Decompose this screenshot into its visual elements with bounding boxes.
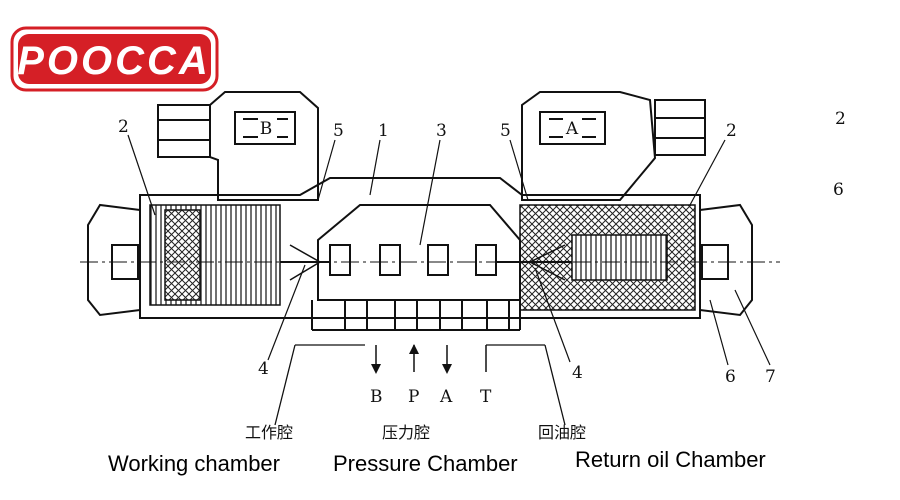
port-p-label: P <box>408 387 419 407</box>
port-brackets <box>274 344 566 426</box>
spool-land-2 <box>379 244 401 276</box>
edge-callout-6: 6 <box>833 180 844 200</box>
valve-body-outline <box>139 177 701 319</box>
port-b-passage <box>344 299 368 331</box>
left-end-cap <box>87 203 141 317</box>
solenoid-a: A <box>521 91 706 201</box>
port-b-label: B <box>370 387 383 407</box>
spool-bore <box>317 204 521 301</box>
spool-land-4 <box>475 244 497 276</box>
working-chamber-cn: 工作腔 <box>245 423 293 442</box>
right-end-cap <box>699 203 753 317</box>
coil-b-letter: B <box>260 119 273 139</box>
callout-3: 3 <box>436 121 447 141</box>
callout-5-right: 5 <box>500 121 511 141</box>
callout-2-right: 2 <box>726 121 737 141</box>
callout-1: 1 <box>378 121 389 141</box>
solenoid-b-nut <box>157 104 211 158</box>
callout-5-left: 5 <box>333 121 344 141</box>
coil-b-label-box <box>234 111 296 145</box>
solenoid-a-housing <box>521 91 657 201</box>
port-t-label: T <box>480 387 492 407</box>
coil-a-letter: A <box>565 119 579 139</box>
port-arrows <box>371 344 487 374</box>
callout-2-left: 2 <box>118 117 129 137</box>
left-armature <box>164 209 201 301</box>
solenoid-b: B <box>157 91 319 201</box>
logo-fill <box>18 34 211 84</box>
coil-a-label-box <box>539 111 606 145</box>
callout-4-right: 4 <box>572 363 583 383</box>
callout-7: 7 <box>765 367 776 387</box>
edge-callout-2: 2 <box>835 109 846 129</box>
logo-text: POOCCA <box>17 39 211 83</box>
pressure-chamber-en: Pressure Chamber <box>333 451 518 476</box>
pressure-chamber-cn: 压力腔 <box>382 423 430 442</box>
solenoid-a-nut <box>654 99 706 156</box>
port-a-passage <box>439 299 463 331</box>
callout-4-left: 4 <box>258 359 269 379</box>
spool-land-1 <box>329 244 351 276</box>
right-armature <box>571 234 668 281</box>
spool-land-3 <box>427 244 449 276</box>
return-chamber-en: Return oil Chamber <box>575 447 766 472</box>
working-chamber-en: Working chamber <box>108 451 280 476</box>
solenoid-b-housing <box>209 91 319 201</box>
callout-6: 6 <box>725 367 736 387</box>
port-p-passage <box>394 299 418 331</box>
right-manual-override <box>701 244 729 280</box>
valve-body <box>80 177 780 331</box>
port-t-passage <box>486 299 510 331</box>
brand-logo: POOCCA <box>10 26 219 92</box>
left-manual-override <box>111 244 139 280</box>
return-chamber-cn: 回油腔 <box>538 423 586 442</box>
callout-leaders <box>127 134 771 366</box>
port-a-label: A <box>439 387 453 407</box>
